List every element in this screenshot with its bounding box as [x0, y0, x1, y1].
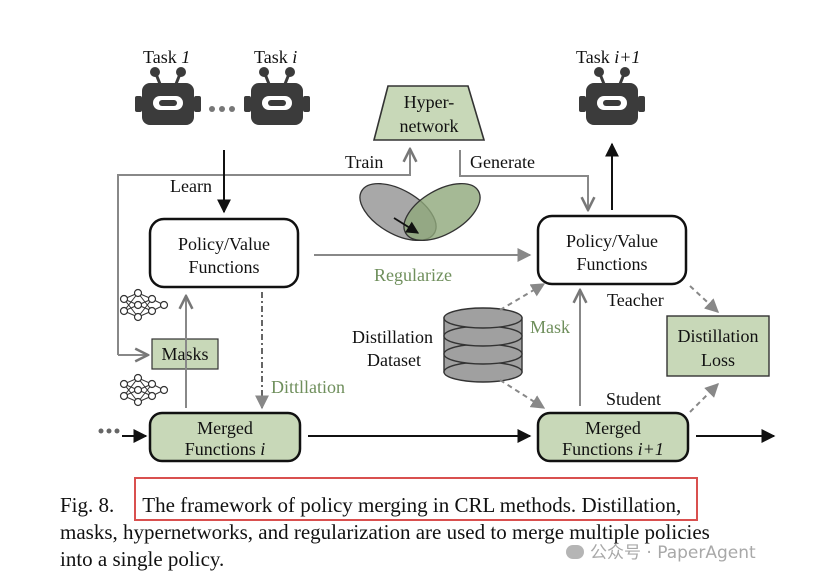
hypernetwork-label-line2: network	[400, 116, 459, 136]
caption-line-1: Fig. 8. The framework of policy merging i…	[60, 492, 820, 519]
distillation-loss-line2: Loss	[701, 350, 735, 370]
policy-functions-right-box	[536, 214, 688, 286]
task-i-label: Task i	[254, 47, 297, 67]
merged-right-line2: Functions i+1	[562, 439, 664, 459]
student-label: Student	[606, 389, 661, 409]
regularize-label: Regularize	[374, 265, 452, 285]
figure-caption: Fig. 8. The framework of policy merging i…	[60, 492, 820, 573]
policy-right-line1: Policy/Value	[566, 231, 658, 251]
merged-functions-right-box	[536, 411, 690, 463]
regularize-overlap-icon	[359, 182, 481, 242]
teacher-arrow	[689, 285, 720, 313]
generate-label: Generate	[470, 152, 535, 172]
watermark-text: 公众号 · PaperAgent	[590, 543, 756, 563]
generate-arrow	[459, 150, 588, 210]
student-arrow	[689, 383, 719, 413]
robot-task-1-icon	[133, 65, 203, 127]
incoming-dots-icon	[98, 428, 120, 434]
mask-label: Mask	[530, 317, 570, 337]
task-i1-label: Task i+1	[576, 47, 640, 67]
dataset-label-line1: Distillation	[352, 327, 433, 347]
hypernetwork-node	[372, 85, 486, 141]
merged-right-line1: Merged	[585, 418, 641, 438]
merged-left-line2: Functions i	[185, 439, 266, 459]
neural-network-icon-upper	[119, 288, 169, 322]
train-arrow	[117, 149, 410, 355]
merged-left-line1: Merged	[197, 418, 253, 438]
caption-line-3: into a single policy.	[60, 547, 225, 571]
caption-line-2: masks, hypernetworks, and regularization…	[60, 520, 710, 544]
policy-left-line1: Policy/Value	[178, 234, 270, 254]
caption-highlighted-text: The framework of policy merging in CRL m…	[142, 493, 577, 517]
merged-functions-left-box	[148, 411, 302, 463]
distillation-loss-line1: Distillation	[678, 326, 759, 346]
robot-task-i1-icon	[577, 65, 647, 127]
caption-highlight-box	[134, 477, 698, 521]
learn-label: Learn	[170, 176, 212, 196]
neural-network-icon-lower	[119, 373, 169, 407]
policy-right-line2: Functions	[576, 254, 647, 274]
watermark: 公众号 · PaperAgent	[566, 538, 756, 563]
robot-task-i-icon	[242, 65, 312, 127]
policy-left-line2: Functions	[188, 257, 259, 277]
distillation-dataset-icon	[443, 307, 523, 383]
ellipsis-dots-icon	[209, 106, 235, 112]
hypernetwork-label-line1: Hyper-	[404, 92, 455, 112]
caption-rest-text: Distillation,	[581, 493, 682, 517]
distillation-loss-box	[666, 315, 770, 377]
dittllation-label: Dittllation	[271, 377, 345, 397]
wechat-icon	[566, 545, 584, 559]
train-label: Train	[345, 152, 383, 172]
dataset-to-merged-arrow	[499, 379, 546, 409]
policy-functions-left-box	[148, 217, 300, 289]
task-1-label: Task 1	[143, 47, 190, 67]
dataset-label-line2: Dataset	[367, 350, 421, 370]
caption-prefix: Fig. 8.	[60, 493, 115, 517]
teacher-label: Teacher	[607, 290, 664, 310]
dataset-to-policy-arrow	[499, 283, 546, 311]
